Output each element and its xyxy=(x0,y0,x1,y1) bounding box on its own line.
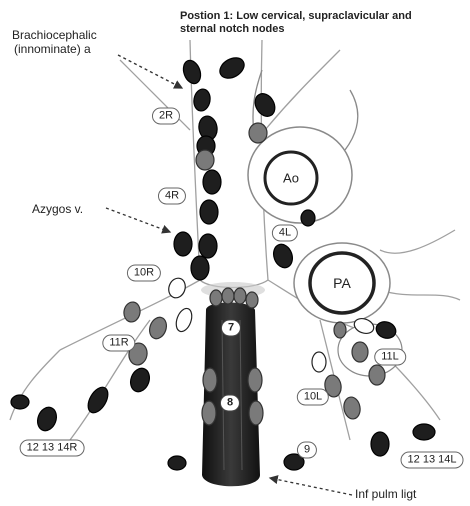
azygos-arrow xyxy=(106,208,170,232)
lymph-node-12 xyxy=(191,256,209,280)
lymph-node-18 xyxy=(147,315,170,341)
left-pulmonary-vessel-2 xyxy=(380,290,460,300)
brachiocephalic-arrow xyxy=(118,55,182,88)
left-pulmonary-vessel xyxy=(380,230,455,253)
brachiocephalic-label: Brachiocephalic xyxy=(12,28,97,42)
lymph-node-15 xyxy=(301,210,315,226)
pa-label: PA xyxy=(333,275,351,291)
lymph-node-43 xyxy=(369,365,385,385)
lymph-node-30 xyxy=(203,368,217,392)
azygos-label: Azygos v. xyxy=(32,202,83,216)
innominate-label: (innominate) a xyxy=(14,42,91,56)
station-10l: 10L xyxy=(297,389,329,406)
lymph-node-1 xyxy=(180,58,203,86)
lymph-node-42 xyxy=(352,342,368,362)
lymph-node-28 xyxy=(234,288,246,304)
heading-line-1: Postion 1: Low cervical, supraclavicular… xyxy=(180,10,412,22)
lymph-node-9 xyxy=(203,170,221,194)
lymph-node-33 xyxy=(249,401,263,425)
lymph-node-36 xyxy=(413,424,435,440)
lymph-node-26 xyxy=(210,290,222,306)
heading-line-2: sternal notch nodes xyxy=(180,23,285,35)
lymph-node-22 xyxy=(84,384,112,416)
lymph-node-32 xyxy=(248,368,262,392)
station-8: 8 xyxy=(220,395,240,412)
station-9: 9 xyxy=(297,442,317,459)
lymph-node-35 xyxy=(371,432,389,456)
lymph-node-6 xyxy=(196,150,214,170)
lymph-node-2 xyxy=(216,54,248,83)
station-11r: 11R xyxy=(102,335,135,352)
station-4r: 4R xyxy=(158,188,186,205)
station-10r: 10R xyxy=(127,265,161,282)
lymph-node-11 xyxy=(199,234,217,258)
lymph-node-24 xyxy=(11,395,29,409)
aorta-label: Ao xyxy=(283,171,299,186)
lymph-node-37 xyxy=(342,396,362,420)
lymph-node-29 xyxy=(246,292,258,308)
lymph-node-21 xyxy=(127,366,152,395)
lymph-node-27 xyxy=(222,288,234,304)
station-4l: 4L xyxy=(272,225,298,242)
inf-pulm-lig-label: Inf pulm ligt xyxy=(355,487,416,501)
lymph-node-31 xyxy=(202,401,216,425)
lymph-node-19 xyxy=(122,301,141,323)
station-11l: 11L xyxy=(374,349,406,366)
station-12-13-14r: 12 13 14R xyxy=(20,440,85,457)
lymph-node-14 xyxy=(270,242,295,271)
neck-vessel-left xyxy=(265,50,340,130)
lymph-node-39 xyxy=(312,352,326,372)
station-7: 7 xyxy=(221,320,241,337)
lymph-node-25 xyxy=(168,456,186,470)
station-12-13-14l: 12 13 14L xyxy=(401,452,464,469)
station-2r: 2R xyxy=(152,108,180,125)
lymph-node-17 xyxy=(173,306,194,333)
lymph-node-23 xyxy=(34,405,59,434)
lymph-node-3 xyxy=(192,88,212,112)
inf-pulm-lig-arrow xyxy=(270,478,352,495)
lymph-node-13 xyxy=(174,232,192,256)
aorta xyxy=(248,70,358,223)
lymph-node-44 xyxy=(334,322,346,338)
lymph-node-10 xyxy=(200,200,218,224)
lymph-node-8 xyxy=(249,123,267,143)
